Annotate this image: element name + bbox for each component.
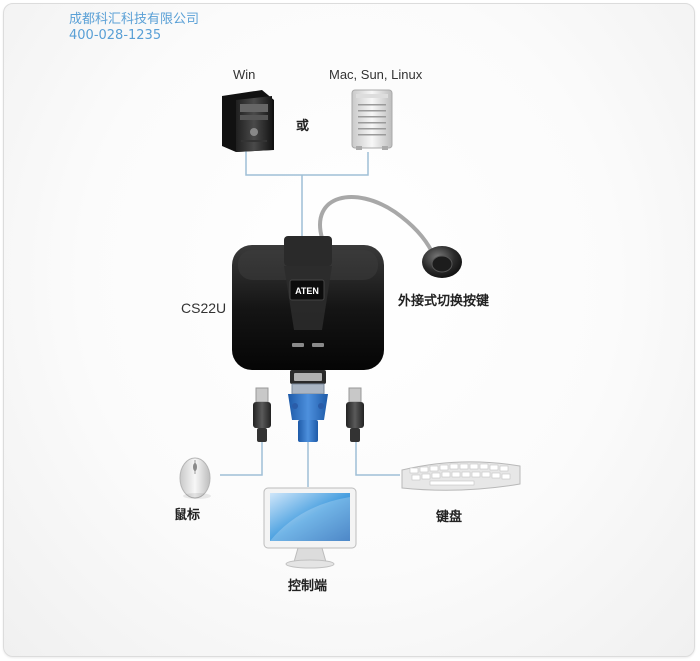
monitor-label: 控制端 (288, 575, 327, 594)
remote-switch-label: 外接式切换按键 (398, 290, 489, 309)
kvm-switch-icon: ATEN (232, 236, 384, 370)
computer-connection-lines (246, 150, 368, 240)
mac-label: Mac, Sun, Linux (329, 67, 422, 82)
keyboard-icon (402, 462, 520, 490)
keyboard-label: 键盘 (436, 506, 462, 525)
win-label: Win (233, 67, 255, 82)
remote-button-icon (422, 246, 462, 278)
remote-switch-cable (320, 197, 432, 252)
monitor-icon (264, 488, 356, 568)
mouse-icon (180, 458, 211, 499)
usb-plug-icon (346, 388, 364, 442)
or-label: 或 (296, 115, 309, 134)
brand-logo: ATEN (295, 286, 319, 296)
mac-pro-tower-icon (352, 90, 392, 150)
win-pc-tower-icon (222, 90, 274, 152)
usb-plug-icon (253, 388, 271, 442)
kvm-port-block (290, 370, 326, 384)
kvm-model-label: CS22U (181, 300, 226, 316)
console-connection-lines (220, 440, 400, 487)
mouse-label: 鼠标 (174, 504, 200, 523)
vga-connector-icon (288, 384, 328, 442)
